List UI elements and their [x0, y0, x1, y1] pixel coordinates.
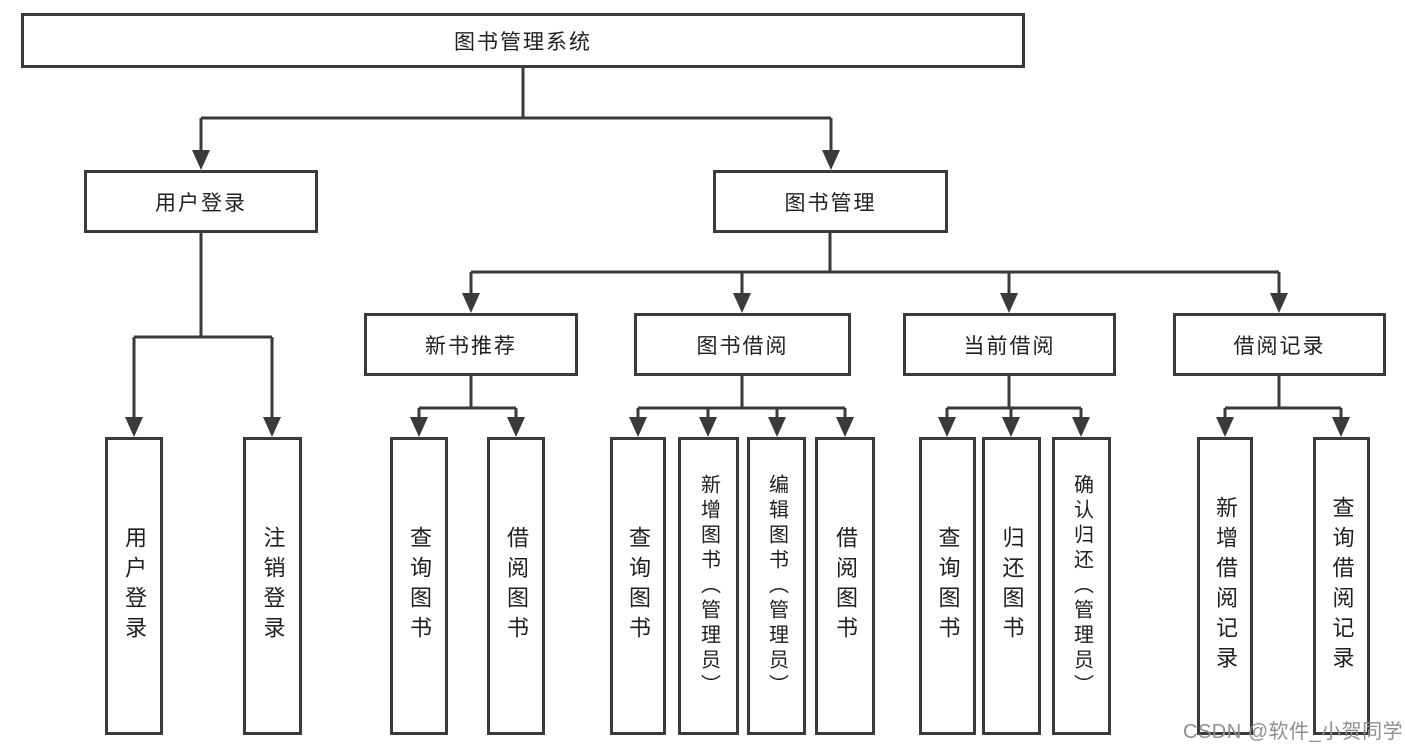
leaf-edit-books-admin-label: 编辑图书（管理员） [765, 473, 788, 699]
watermark: CSDN @软件_小贺同学 [1183, 721, 1404, 743]
leaf-query-borrow-record-label: 查询借阅记录 [1329, 496, 1355, 676]
node-borrowing-records-label: 借阅记录 [1233, 334, 1326, 358]
leaf-confirm-return-admin: 确认归还（管理员） [1052, 437, 1111, 735]
leaf-user-login-label: 用户登录 [122, 526, 147, 646]
leaf-borrow-books-borrowing: 借阅图书 [815, 437, 875, 735]
node-book-borrowing-label: 图书借阅 [696, 334, 789, 358]
node-new-book-recommendation: 新书推荐 [364, 313, 578, 376]
leaf-add-borrow-record-label: 新增借阅记录 [1213, 496, 1238, 676]
node-book-management-label: 图书管理 [784, 191, 877, 215]
leaf-edit-books-admin: 编辑图书（管理员） [747, 437, 806, 735]
node-book-management: 图书管理 [713, 170, 948, 233]
leaf-add-borrow-record: 新增借阅记录 [1197, 437, 1253, 735]
leaf-borrow-books-recommend: 借阅图书 [487, 437, 545, 735]
node-book-borrowing: 图书借阅 [634, 313, 851, 376]
leaf-add-books-admin: 新增图书（管理员） [678, 437, 739, 735]
arrowheads [125, 150, 1350, 437]
leaf-return-books: 归还图书 [982, 437, 1041, 735]
leaf-query-books-recommend-label: 查询图书 [407, 526, 432, 646]
leaf-logout-label: 注销登录 [260, 526, 286, 646]
node-current-borrowing-label: 当前借阅 [963, 334, 1056, 358]
node-library-system-label: 图书管理系统 [454, 30, 592, 54]
leaf-confirm-return-admin-label: 确认归还（管理员） [1070, 473, 1093, 699]
leaf-borrow-books-borrowing-label: 借阅图书 [833, 526, 858, 646]
leaf-logout: 注销登录 [243, 437, 302, 735]
leaf-query-books-current-label: 查询图书 [935, 526, 961, 646]
leaf-query-books-borrowing-label: 查询图书 [626, 526, 651, 646]
node-user-login: 用户登录 [84, 170, 318, 233]
leaf-borrow-books-recommend-label: 借阅图书 [504, 526, 529, 646]
node-new-book-recommendation-label: 新书推荐 [425, 334, 517, 358]
leaf-return-books-label: 归还图书 [999, 526, 1025, 646]
node-library-system: 图书管理系统 [21, 13, 1025, 68]
node-borrowing-records: 借阅记录 [1173, 313, 1386, 376]
node-user-login-label: 用户登录 [155, 191, 247, 215]
leaf-query-borrow-record: 查询借阅记录 [1313, 437, 1370, 735]
leaf-query-books-recommend: 查询图书 [390, 437, 448, 735]
leaf-add-books-admin-label: 新增图书（管理员） [697, 473, 720, 699]
leaf-query-books-borrowing: 查询图书 [610, 437, 666, 735]
leaf-user-login: 用户登录 [105, 437, 163, 735]
leaf-query-books-current: 查询图书 [919, 437, 976, 735]
node-current-borrowing: 当前借阅 [903, 313, 1116, 376]
